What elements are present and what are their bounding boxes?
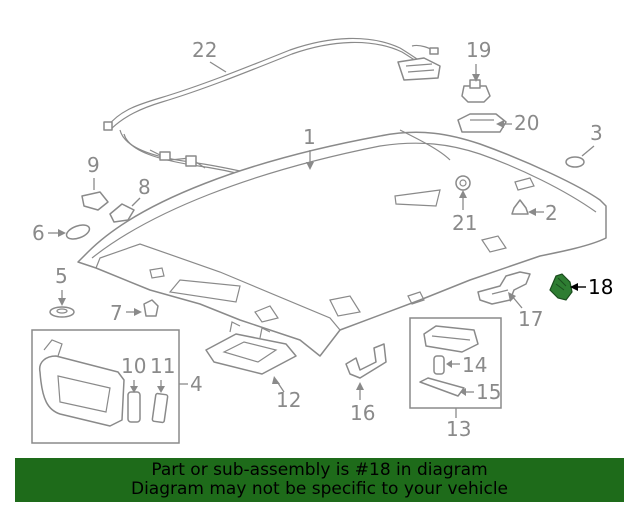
callout-9: 9 [87, 153, 100, 177]
sun-visor-assembly [31, 329, 180, 444]
highlighted-part-18 [549, 273, 573, 301]
callout-5: 5 [55, 264, 68, 288]
headliner-part [77, 129, 607, 357]
lamp-kit-13-assembly [409, 317, 502, 409]
pad-8-part [109, 203, 135, 223]
callout-16: 16 [350, 401, 375, 425]
wiring-harness-part [103, 37, 441, 181]
info-banner: Part or sub-assembly is #18 in diagram D… [15, 458, 624, 502]
bracket-17-part [477, 271, 531, 305]
banner-line-1: Part or sub-assembly is #18 in diagram [151, 460, 488, 480]
callout-2: 2 [545, 201, 558, 225]
callout-10: 10 [121, 354, 146, 378]
callout-11: 11 [150, 354, 175, 378]
callout-15: 15 [476, 380, 501, 404]
grab-handle-16-part [345, 343, 387, 379]
clip-19-part [461, 79, 491, 103]
banner-line-2: Diagram may not be specific to your vehi… [130, 479, 508, 499]
clip-7-part [143, 299, 159, 317]
callout-4: 4 [190, 372, 203, 396]
callout-22: 22 [192, 38, 217, 62]
callout-17: 17 [518, 307, 543, 331]
callout-3: 3 [590, 121, 603, 145]
callout-8: 8 [138, 175, 151, 199]
callout-12: 12 [276, 388, 301, 412]
callout-13: 13 [446, 417, 471, 441]
callout-20: 20 [514, 111, 539, 135]
callout-1: 1 [303, 125, 316, 149]
callout-7: 7 [110, 301, 123, 325]
callout-6: 6 [32, 221, 45, 245]
callout-21: 21 [452, 211, 477, 235]
dome-lamp-12-part [205, 321, 297, 375]
callout-19: 19 [466, 38, 491, 62]
pin-2-part [511, 199, 529, 215]
fastener-21-part [455, 175, 471, 191]
bracket-20-part [457, 113, 507, 133]
callout-14: 14 [462, 353, 487, 377]
callout-18: 18 [588, 275, 613, 299]
lens-6-part [65, 224, 91, 240]
cap-5-part [49, 306, 75, 318]
cap-3-part [565, 156, 585, 168]
bracket-9-part [81, 191, 109, 211]
